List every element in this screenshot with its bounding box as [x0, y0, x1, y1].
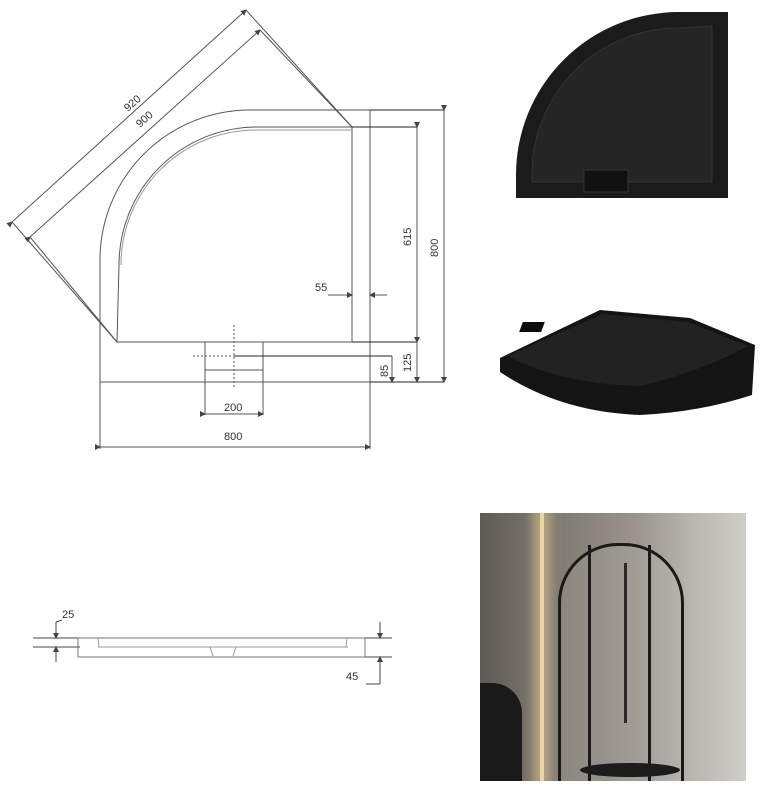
dim-55: 55: [315, 282, 327, 294]
dim-200: 200: [224, 402, 242, 414]
dim-800-depth: 800: [429, 239, 441, 257]
dim-800-width: 800: [224, 431, 242, 443]
profile-view: [33, 619, 392, 685]
dim-45: 45: [346, 671, 358, 683]
tray-outline-inner: [116, 126, 353, 343]
tray-perspective-render: [500, 310, 755, 415]
tray-top-render: [516, 11, 728, 198]
dim-25: 25: [62, 609, 74, 621]
dim-85: 85: [379, 365, 391, 377]
plan-view: [6, 9, 447, 450]
shower-photo: [480, 513, 746, 781]
dim-125: 125: [402, 354, 414, 372]
dim-920: 920: [122, 93, 144, 114]
dim-615: 615: [402, 228, 414, 246]
tray-outline-outer: [99, 109, 371, 383]
